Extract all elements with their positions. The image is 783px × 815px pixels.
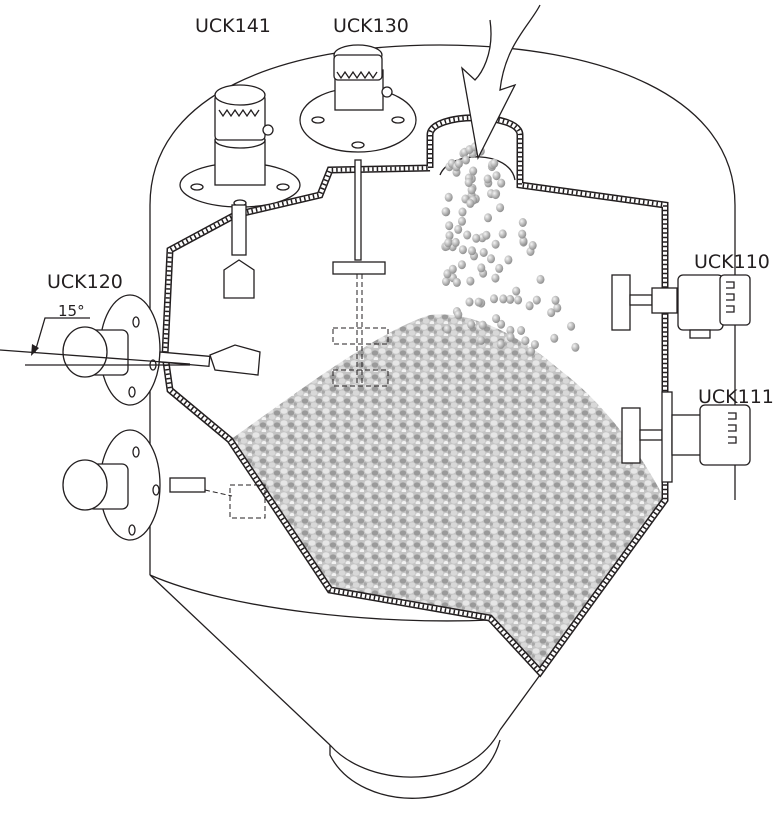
granule	[472, 233, 481, 243]
granule	[458, 245, 467, 255]
granule	[444, 192, 453, 202]
granule	[442, 277, 450, 286]
granule	[525, 301, 534, 311]
granule	[567, 321, 576, 331]
granule	[484, 213, 492, 223]
granule	[444, 238, 453, 248]
granule	[464, 178, 473, 187]
granule	[506, 294, 515, 304]
granule	[498, 229, 507, 239]
granule	[467, 320, 476, 329]
granule	[454, 159, 463, 169]
granule	[551, 295, 560, 305]
granule	[571, 342, 580, 352]
granule	[547, 308, 556, 318]
granule	[506, 332, 515, 342]
granule	[482, 230, 491, 240]
angle-annotation: 15°	[58, 302, 85, 320]
granule	[492, 314, 501, 324]
granule	[550, 333, 559, 343]
sensor-uck110	[611, 274, 751, 339]
granule	[483, 174, 492, 184]
granule	[474, 297, 483, 307]
granule	[443, 324, 452, 334]
granule	[467, 185, 476, 195]
granule	[448, 264, 457, 274]
granule	[519, 236, 528, 246]
granule	[491, 273, 500, 283]
cutaway-wall	[161, 114, 669, 678]
granule	[487, 254, 495, 264]
fill-arrow-icon	[461, 4, 541, 161]
sensor-uck111	[621, 391, 751, 483]
granule	[530, 340, 539, 350]
granule	[477, 335, 486, 345]
granule	[468, 246, 476, 256]
label-uck130: UCK130	[333, 15, 409, 37]
label-uck120: UCK120	[47, 271, 123, 293]
granule	[491, 239, 500, 249]
granule	[497, 319, 506, 329]
granule	[512, 286, 521, 296]
granule	[451, 237, 460, 247]
granule	[527, 346, 536, 356]
granule	[532, 295, 541, 305]
granule	[490, 158, 499, 168]
granule	[517, 326, 526, 335]
granule	[458, 216, 466, 226]
granule	[518, 218, 527, 227]
granule	[452, 277, 461, 287]
granule	[445, 221, 454, 231]
granule	[463, 230, 472, 240]
granule	[462, 155, 470, 165]
granule	[506, 325, 515, 335]
granule	[458, 207, 467, 217]
sensor-uck141	[179, 84, 301, 299]
granule	[441, 207, 450, 217]
granule	[490, 294, 498, 304]
sensor-uck120-alt	[62, 429, 266, 541]
granule	[536, 274, 545, 284]
granule	[466, 198, 475, 208]
granule	[497, 178, 506, 188]
granule	[454, 310, 463, 319]
granule	[514, 295, 523, 305]
silo-shell	[149, 44, 736, 799]
granule	[454, 224, 463, 234]
granule	[521, 336, 530, 346]
label-uck110: UCK110	[694, 251, 770, 273]
granule	[504, 255, 513, 265]
granule	[496, 203, 505, 213]
granule	[491, 190, 500, 200]
granule	[495, 263, 504, 273]
granule	[479, 248, 488, 257]
granule	[528, 241, 537, 250]
bulk-material	[230, 314, 665, 672]
granule	[477, 263, 486, 273]
granule	[469, 166, 478, 176]
granule	[492, 171, 501, 181]
sensor-uck130	[299, 44, 417, 387]
granule	[466, 276, 475, 286]
label-uck111: UCK111	[698, 386, 774, 408]
granule	[445, 231, 454, 241]
granule	[518, 229, 527, 239]
falling-granules	[441, 142, 580, 356]
label-uck141: UCK141	[195, 15, 271, 37]
granule	[457, 260, 466, 270]
granule	[478, 320, 487, 330]
granule	[496, 339, 505, 349]
granule	[465, 297, 474, 307]
sensor-uck120	[0, 294, 261, 406]
granule	[553, 303, 562, 313]
granule	[499, 294, 508, 304]
